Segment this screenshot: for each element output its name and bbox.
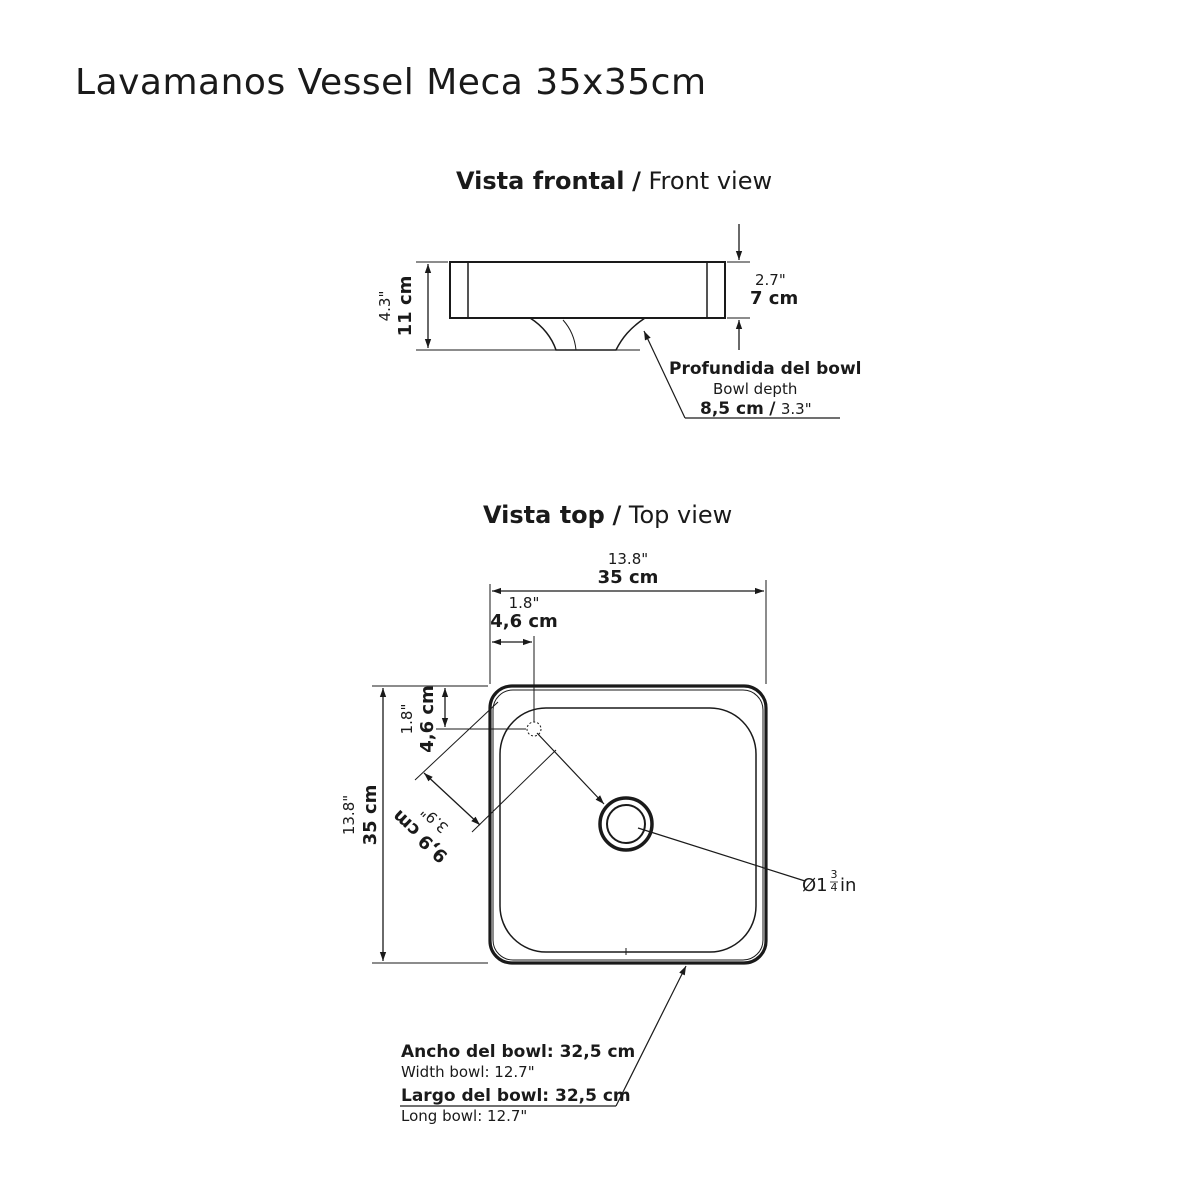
front-drain-highlight bbox=[562, 319, 577, 351]
top-diag-ext-1 bbox=[414, 701, 499, 781]
top-outer-rim bbox=[488, 684, 768, 965]
bowl-size-leader bbox=[615, 965, 687, 1107]
drain-inner-ring bbox=[606, 804, 646, 844]
top-offset-x-cm: 4,6 cm bbox=[490, 611, 558, 632]
front-rim-height-in: 2.7" bbox=[755, 271, 786, 289]
front-total-height-in: 4.3" bbox=[376, 291, 394, 322]
top-view-drawing bbox=[372, 580, 806, 1107]
bowl-width-label: Ancho del bowl: 32,5 cm bbox=[401, 1042, 635, 1062]
bowl-depth-sep: / bbox=[769, 399, 776, 419]
top-width-cm: 35 cm bbox=[598, 567, 659, 588]
bowl-width-en: Width bowl: 12.7" bbox=[401, 1063, 535, 1081]
top-view-title-en: Top view bbox=[628, 501, 733, 529]
front-view-title-en: Front view bbox=[648, 167, 773, 195]
bowl-depth-value: 8,5 cm / 3.3" bbox=[700, 399, 812, 419]
drain-size-denominator: 4 bbox=[831, 881, 838, 894]
bowl-depth-cm: 8,5 cm bbox=[700, 399, 764, 419]
drain-size-symbol: Ø1 bbox=[802, 875, 828, 896]
front-drain-body bbox=[527, 317, 648, 351]
bowl-length-label: Largo del bowl: 32,5 cm bbox=[401, 1086, 631, 1106]
top-diag-to-drain bbox=[536, 732, 605, 805]
top-height-in: 13.8" bbox=[340, 795, 358, 835]
front-rim-height-cm: 7 cm bbox=[750, 288, 798, 309]
top-outer-rim-inner bbox=[492, 689, 764, 961]
bowl-depth-label-es: Profundida del bowl bbox=[669, 359, 862, 379]
front-view-drawing bbox=[416, 224, 840, 419]
top-diag-dim-line bbox=[423, 772, 481, 826]
bowl-depth-in: 3.3" bbox=[781, 400, 812, 418]
top-offset-x-in: 1.8" bbox=[509, 594, 540, 612]
drain-size-numerator: 3 bbox=[831, 868, 838, 881]
top-inner-bowl bbox=[499, 707, 757, 953]
drain-leader bbox=[637, 827, 806, 882]
front-view-title: Vista frontal / Front view bbox=[456, 167, 772, 195]
top-view-title-sep: / bbox=[612, 501, 622, 529]
top-view-title: Vista top / Top view bbox=[483, 501, 732, 529]
page-title: Lavamanos Vessel Meca 35x35cm bbox=[75, 62, 707, 103]
drain-size-unit: in bbox=[840, 875, 856, 896]
top-view-title-es: Vista top bbox=[483, 501, 605, 529]
top-width-in: 13.8" bbox=[608, 550, 648, 568]
corner-marker bbox=[526, 721, 542, 737]
front-view-title-sep: / bbox=[632, 167, 641, 195]
top-diag-ext-2 bbox=[471, 749, 557, 833]
drain-size-label: Ø1 bbox=[802, 875, 828, 896]
front-basin-outline bbox=[449, 261, 726, 319]
bowl-length-en: Long bowl: 12.7" bbox=[401, 1107, 527, 1125]
bowl-depth-label-en: Bowl depth bbox=[713, 380, 797, 398]
front-total-height-cm: 11 cm bbox=[395, 276, 416, 337]
top-offset-y-in: 1.8" bbox=[398, 704, 416, 735]
top-offset-y-cm: 4,6 cm bbox=[417, 685, 438, 753]
bowl-depth-leader bbox=[643, 330, 686, 419]
drain-outer-ring bbox=[598, 796, 654, 852]
front-view-title-es: Vista frontal bbox=[456, 167, 625, 195]
top-height-cm: 35 cm bbox=[360, 785, 381, 846]
